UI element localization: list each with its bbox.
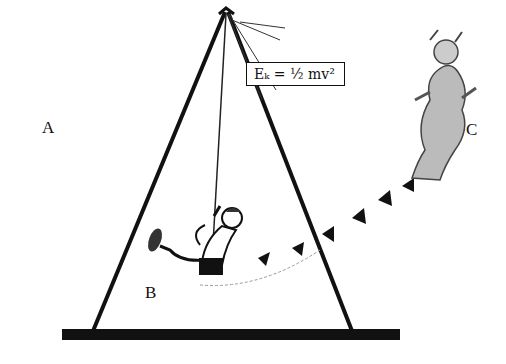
- trajectory-arrows: [258, 178, 414, 266]
- motion-line: [228, 14, 262, 100]
- ground-bar: [62, 329, 400, 340]
- flying-figure: [412, 30, 476, 180]
- formula-text: Eₖ = ½ mv²: [254, 66, 337, 82]
- motion-line: [240, 22, 285, 28]
- frame-leg: [228, 12, 352, 331]
- child-figure: [145, 206, 242, 275]
- frame-leg: [93, 12, 225, 331]
- frame-top: [219, 8, 234, 14]
- point-label: B: [145, 283, 156, 303]
- motion-line: [232, 20, 280, 40]
- point-label: C: [466, 120, 477, 140]
- point-label: A: [42, 118, 54, 138]
- formula-box: Eₖ = ½ mv²: [246, 62, 345, 86]
